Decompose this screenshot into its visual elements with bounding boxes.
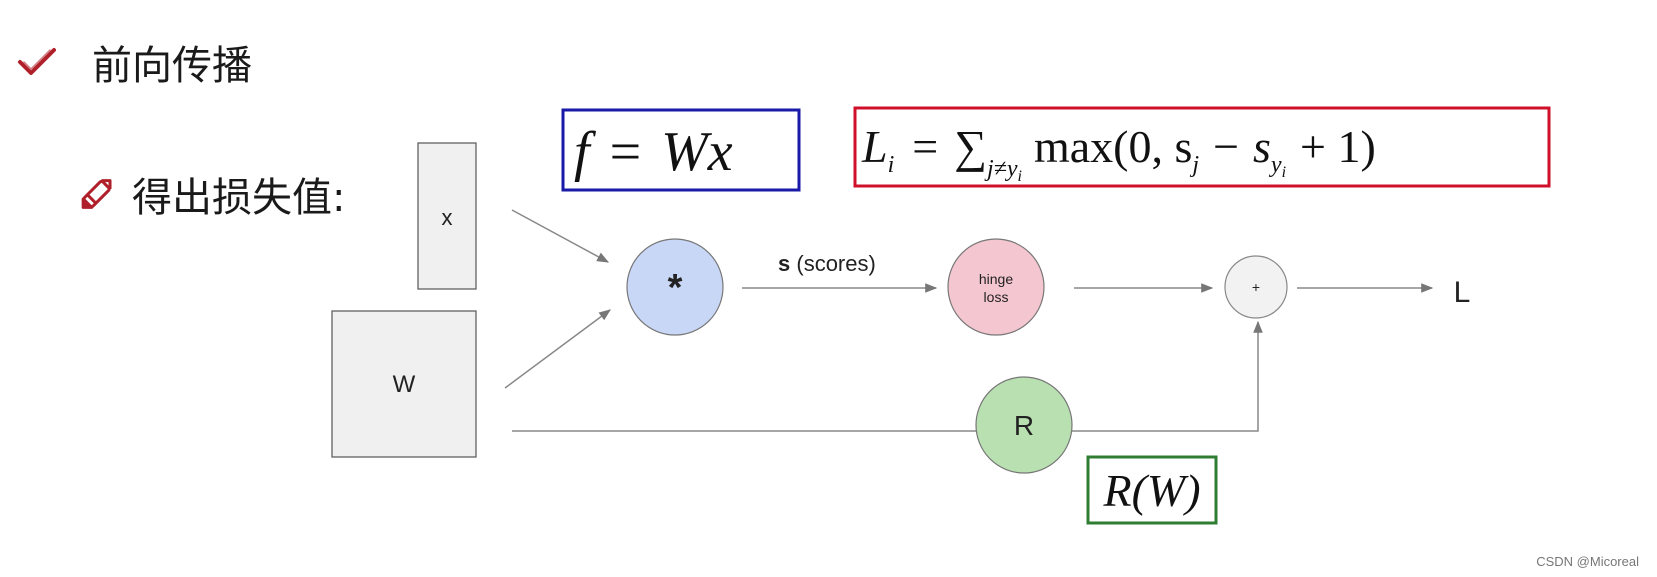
- plus-label: +: [1252, 279, 1260, 295]
- loss-subsub: i: [1018, 168, 1022, 185]
- hinge-loss-node: [947, 238, 1045, 336]
- scores-bold: s: [778, 251, 790, 276]
- loss-sub: j≠y: [984, 156, 1018, 182]
- loss-sum: ∑: [954, 121, 987, 172]
- R-formula-box: [1086, 455, 1218, 525]
- loss-formula: Li=∑j≠yimax(0, sj−syi+ 1): [861, 121, 1376, 185]
- loss-tail: + 1): [1300, 121, 1376, 172]
- loss-i: i: [888, 152, 895, 178]
- x-label: x: [442, 205, 453, 230]
- edge-R-to-plus: [1072, 320, 1263, 432]
- loss-L: L: [861, 121, 888, 172]
- loss-j: j: [1189, 152, 1199, 178]
- loss-yi: i: [1282, 164, 1286, 181]
- loss-y: y: [1269, 152, 1282, 178]
- multiply-label: *: [668, 267, 683, 309]
- loss-eq: =: [912, 121, 938, 172]
- f-formula-box: [561, 108, 801, 192]
- f-rhs: Wx: [661, 121, 733, 183]
- edge-x-to-multiply: [511, 209, 610, 263]
- multiply-node: [626, 238, 724, 336]
- loss-body: max(0, s: [1034, 121, 1192, 172]
- hinge-label-2: loss: [984, 289, 1009, 305]
- edge-W-to-multiply: [504, 309, 611, 389]
- R-formula: R(W): [1102, 465, 1200, 516]
- heading-text: 前向传播: [92, 43, 252, 89]
- loss-formula-box: [853, 106, 1551, 188]
- subheading-text: 得出损失值:: [132, 175, 346, 221]
- scores-rest: (scores): [790, 251, 876, 276]
- check-icon: [18, 48, 56, 75]
- heading: 前向传播: [16, 30, 252, 94]
- subheading: 得出损失值:: [76, 162, 345, 226]
- x-box: [417, 142, 477, 290]
- L-output-label: L: [1454, 276, 1471, 309]
- pencil-icon: [81, 179, 112, 209]
- R-node: [975, 376, 1073, 474]
- scores-label: s (scores): [778, 251, 876, 276]
- loss-minus: −: [1213, 121, 1239, 172]
- hinge-label-1: hinge: [979, 271, 1013, 287]
- W-label: W: [393, 371, 416, 398]
- R-label: R: [1014, 410, 1034, 441]
- loss-s2: s: [1253, 121, 1271, 172]
- plus-node: [1224, 255, 1288, 319]
- watermark: CSDN @Micoreal: [1536, 554, 1639, 569]
- f-eq: =: [610, 121, 642, 183]
- W-box: [331, 310, 477, 458]
